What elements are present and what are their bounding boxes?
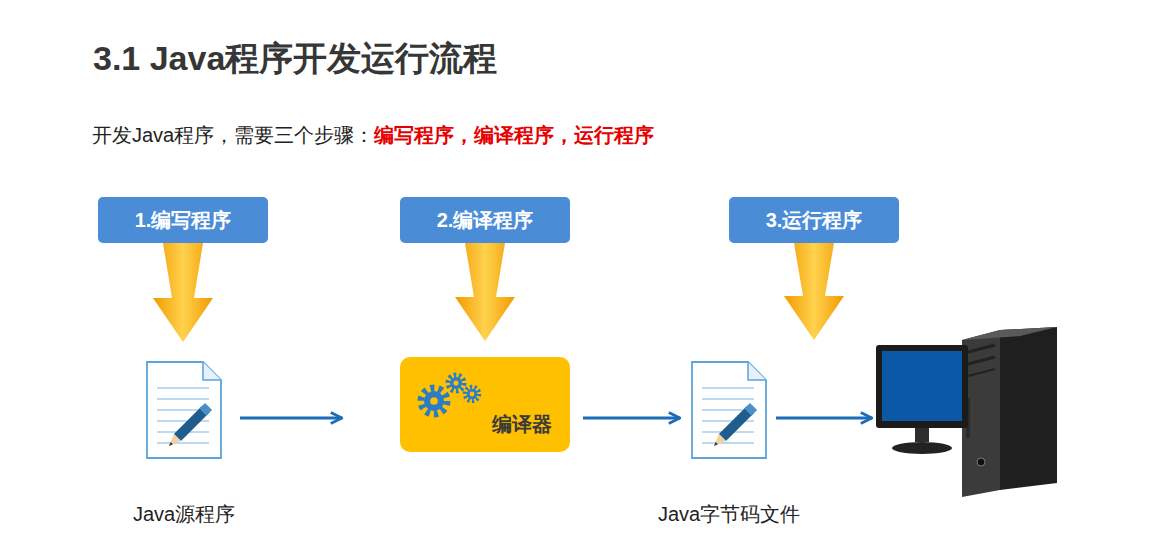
compiler-box: 编译器 xyxy=(400,357,570,452)
step-label-box: 2.编译程序 xyxy=(400,197,570,243)
step-label-box: 1.编写程序 xyxy=(98,197,268,243)
intro-text: 开发Java程序，需要三个步骤： xyxy=(92,124,374,146)
step-arrow xyxy=(784,243,844,340)
flow-arrow xyxy=(776,417,872,420)
flow-arrow xyxy=(583,417,680,420)
file-caption: Java源程序 xyxy=(133,501,235,528)
step-arrow xyxy=(455,243,515,341)
slide-title: 3.1 Java程序开发运行流程 xyxy=(93,36,497,82)
highlight-text: 编写程序，编译程序，运行程序 xyxy=(374,124,654,146)
document-icon xyxy=(145,360,223,460)
step-label: 2.编译程序 xyxy=(437,207,534,234)
step-label: 1.编写程序 xyxy=(135,207,232,234)
flow-arrow xyxy=(240,417,342,420)
computer-tower xyxy=(962,327,1057,497)
document-icon xyxy=(690,360,768,460)
file-caption: Java字节码文件 xyxy=(658,501,800,528)
step-label-box: 3.运行程序 xyxy=(729,197,899,243)
computer-monitor xyxy=(876,345,968,454)
subtitle-line: 开发Java程序，需要三个步骤：编写程序，编译程序，运行程序 xyxy=(92,122,654,149)
step-label: 3.运行程序 xyxy=(766,207,863,234)
step-arrow xyxy=(153,243,213,342)
compiler-label: 编译器 xyxy=(492,411,552,438)
document-node: Java源程序 xyxy=(145,360,223,460)
document-node: Java字节码文件 xyxy=(690,360,768,460)
gears-icon xyxy=(412,363,492,423)
